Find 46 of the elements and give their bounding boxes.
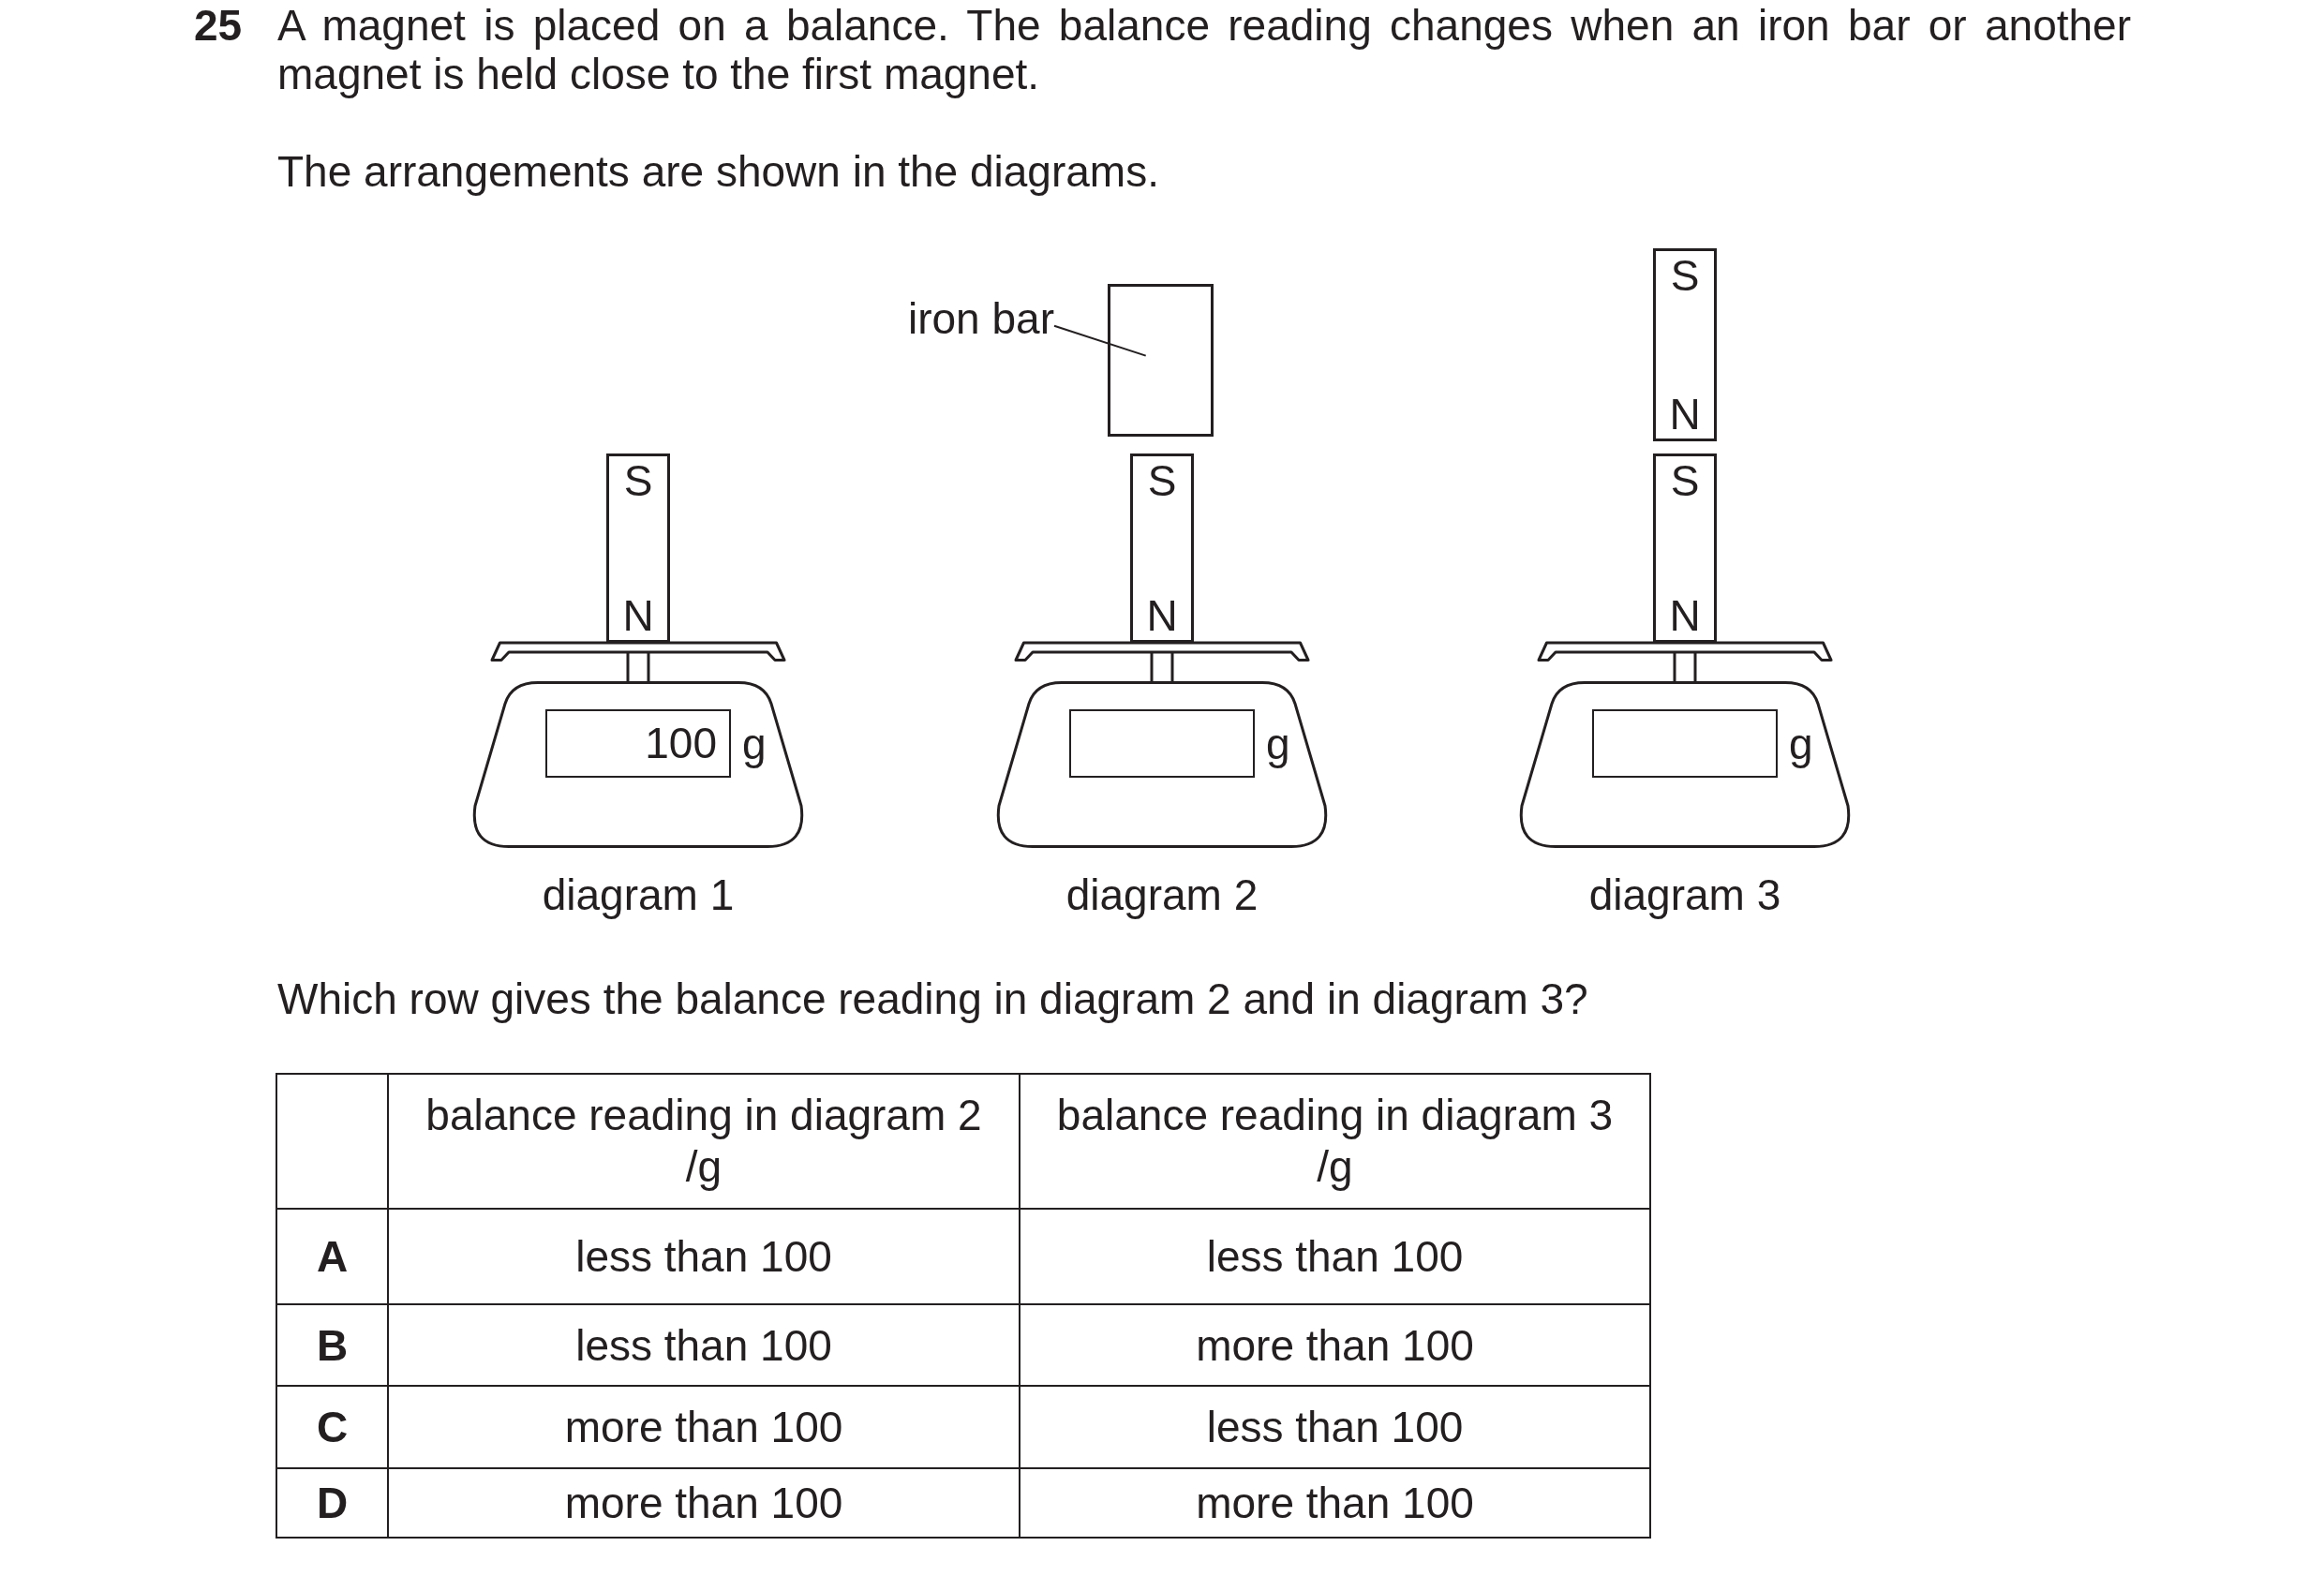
pole-label: S	[1147, 456, 1177, 505]
balance-display	[545, 709, 731, 778]
unit-label: g	[1266, 720, 1290, 768]
reading-value: less than 100	[388, 1209, 1020, 1304]
balance-display	[1069, 709, 1255, 778]
reading-value: less than 100	[1020, 1386, 1650, 1468]
option-letter: C	[276, 1386, 388, 1468]
iron-bar	[1108, 284, 1214, 437]
balance-body	[1518, 681, 1852, 848]
question-text: Which row gives the balance reading in diagram 2 and in diagram 3?	[277, 974, 1588, 1023]
pole-label: S	[623, 456, 653, 505]
option-letter: D	[276, 1468, 388, 1538]
reading-value: more than 100	[388, 1468, 1020, 1538]
bar-magnet	[1130, 453, 1194, 643]
unit-label: g	[1789, 720, 1813, 768]
option-letter: B	[276, 1304, 388, 1386]
question-text: A magnet is placed on a balance. The balance reading changes when an iron bar or another magnet is held close to the first magnet.	[277, 1, 2131, 98]
bar-magnet	[1653, 453, 1717, 643]
pole-label: S	[1670, 251, 1700, 300]
part-label: iron bar	[908, 294, 1054, 343]
pole-label: N	[1146, 591, 1178, 640]
option-letter: A	[276, 1209, 388, 1304]
balance-reading: 100	[645, 719, 717, 767]
leader-line	[1053, 324, 1147, 357]
diagram-caption: diagram 3	[1588, 870, 1781, 919]
reading-value: more than 100	[388, 1386, 1020, 1468]
reading-value: more than 100	[1020, 1468, 1650, 1538]
reading-value: less than 100	[1020, 1209, 1650, 1304]
bar-magnet	[1653, 248, 1717, 441]
balance-display	[1592, 709, 1778, 778]
column-header: balance reading in diagram 3 /g	[1020, 1074, 1650, 1209]
pole-label: N	[622, 591, 654, 640]
column-header: balance reading in diagram 2 /g	[388, 1074, 1020, 1209]
question-text: The arrangements are shown in the diagrams.	[277, 147, 1159, 196]
pole-label: N	[1669, 591, 1701, 640]
unit-label: g	[742, 720, 767, 768]
diagram-caption: diagram 2	[1065, 870, 1259, 919]
diagram-caption: diagram 1	[542, 870, 735, 919]
reading-value: more than 100	[1020, 1304, 1650, 1386]
balance-body	[471, 681, 805, 848]
bar-magnet	[606, 453, 670, 643]
balance-body	[995, 681, 1329, 848]
pole-label: S	[1670, 456, 1700, 505]
pole-label: N	[1669, 390, 1701, 439]
question-number: 25	[194, 1, 243, 50]
reading-value: less than 100	[388, 1304, 1020, 1386]
